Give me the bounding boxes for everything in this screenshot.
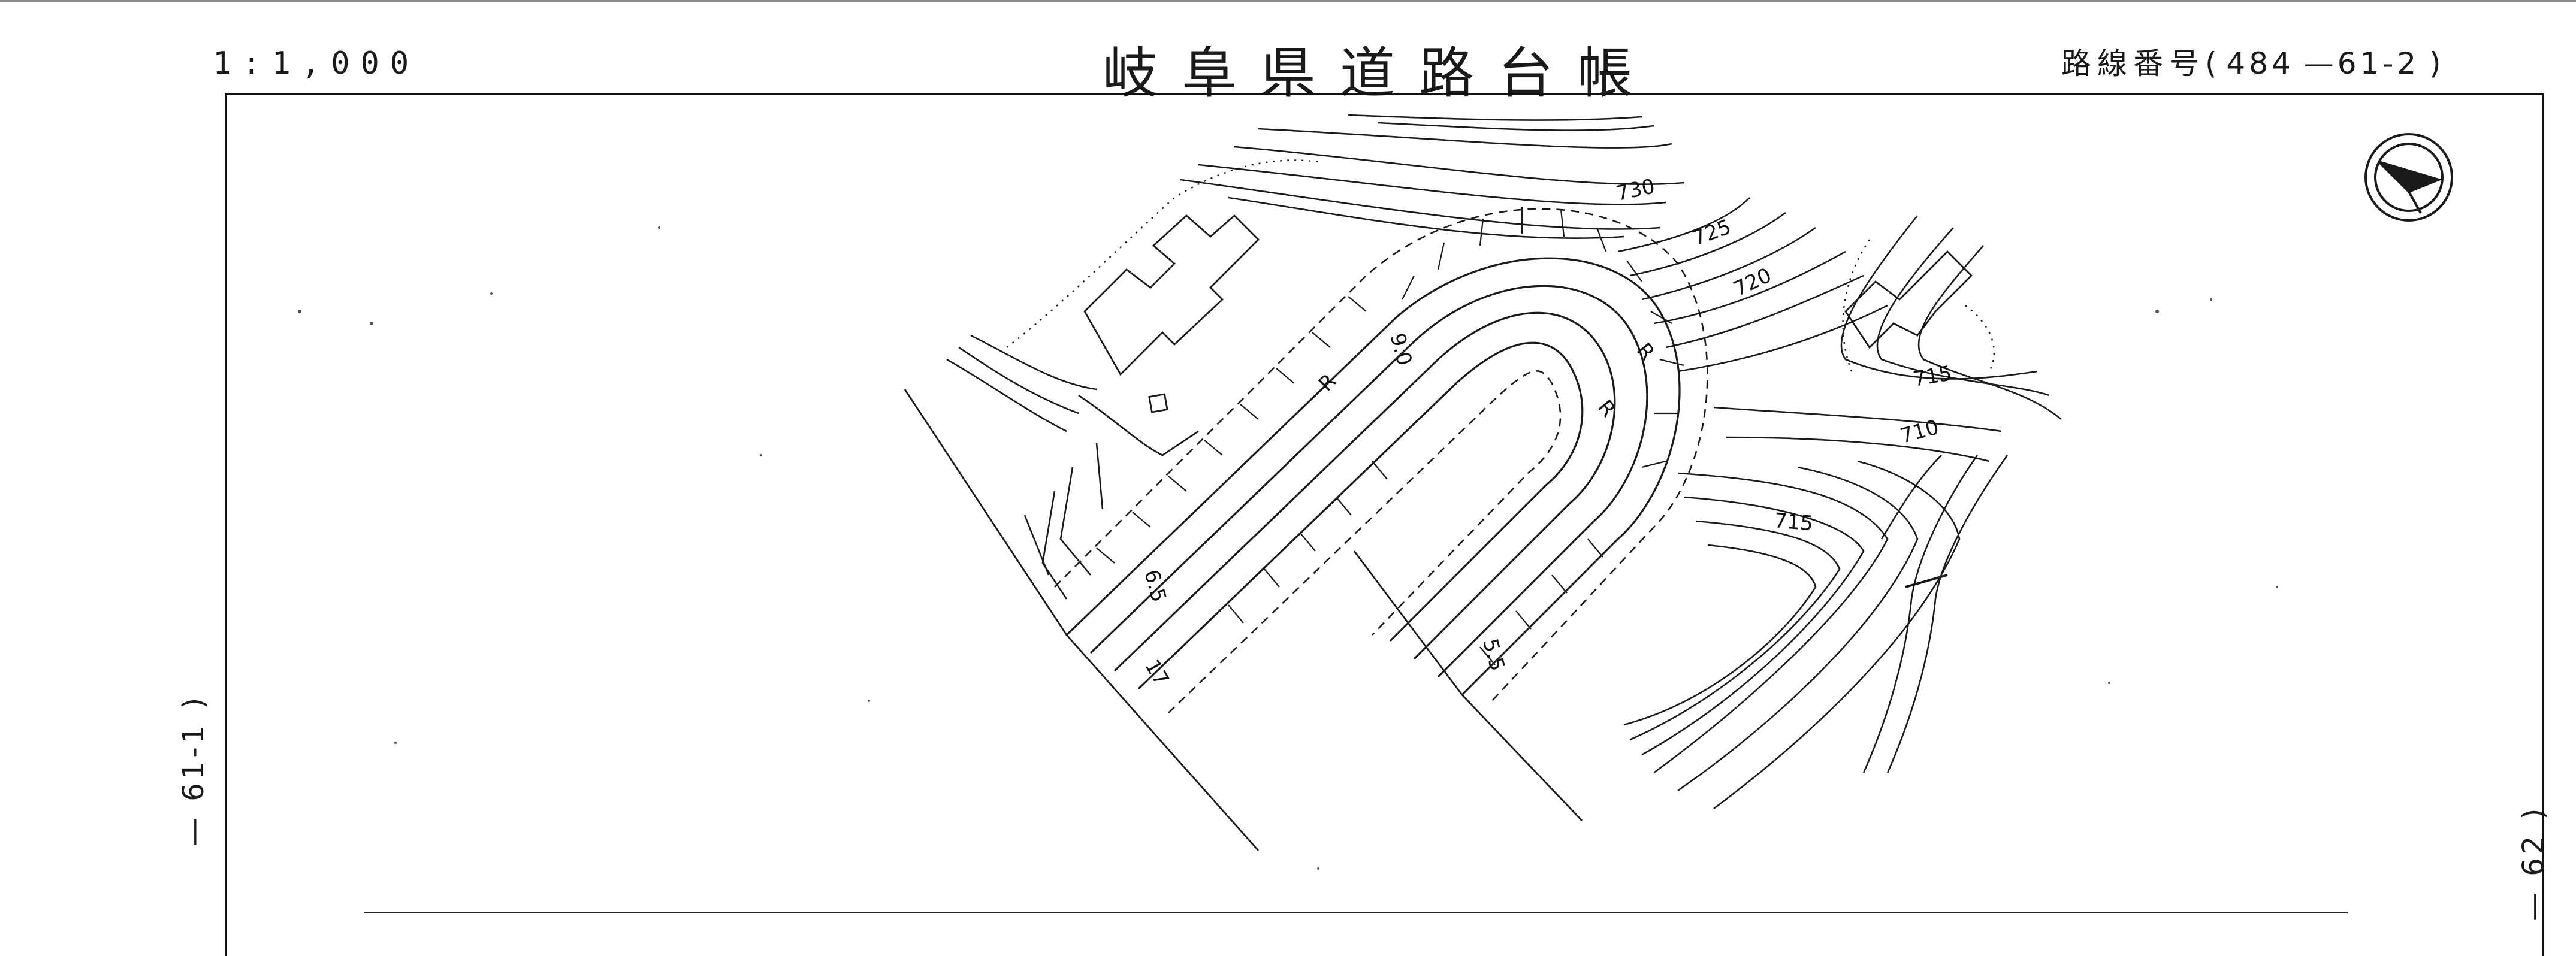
building-right [1844,250,1973,349]
route-number-value: 484 [2226,46,2294,81]
map-scale: 1:1,000 [213,46,420,81]
section-cut-lines [904,389,1583,851]
contour-lines-upper [1180,114,1684,240]
left-wedge [946,334,1104,600]
map-labels: 730 725 720 715 710 715 9.0 6.5 5.5 R R … [1139,174,1953,690]
scan-speckles [298,226,2278,870]
route-number: 路線番号( 484 —61-2 ) [2061,40,2441,83]
vegetation-boundary [1006,159,1995,372]
route-close-paren: ) [2429,46,2441,81]
contour-label-715a: 715 [1911,361,1954,392]
road-width-9-0: 9.0 [1385,331,1417,368]
route-label: 路線番号 [2061,46,2205,81]
frame-bottom-line [364,912,2348,913]
slope-limit-lines [1054,208,1708,713]
contour-label-715b: 715 [1773,509,1814,536]
contour-lines-right [1617,197,2062,810]
route-section-value: —61-2 [2303,46,2420,81]
road-alignment [1065,257,1681,696]
map-frame [225,93,2544,956]
slope-hatching [1096,207,1684,665]
curve-radius-label-3: R [1593,395,1620,422]
road-width-5-5: 5.5 [1478,636,1509,674]
north-arrow-icon [2364,133,2453,222]
top-rule [0,0,2576,2]
route-open-paren: ( [2205,46,2217,81]
stream [1862,455,2009,773]
road-width-6-5: 6.5 [1139,567,1171,605]
contour-label-730: 730 [1614,174,1657,206]
building-upper [1078,214,1260,456]
